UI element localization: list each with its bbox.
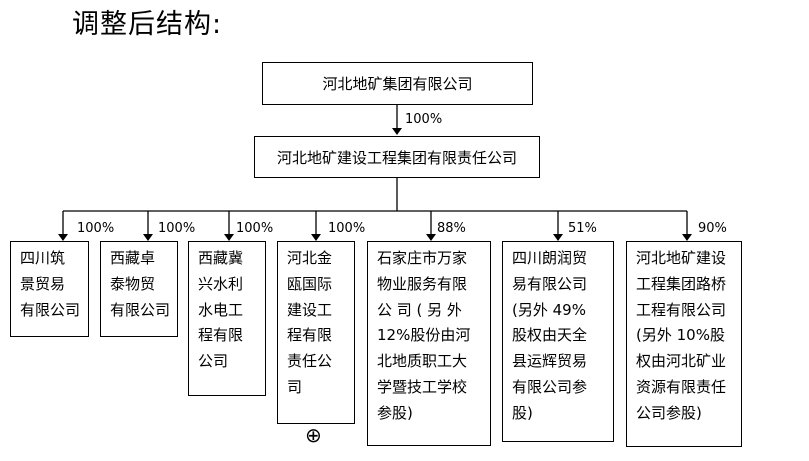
subsidiary-box-6: 四川朗润贸 易有限公司 (另外 49% 股权由天全 县运辉贸易 有限公司参 股) xyxy=(502,241,614,442)
subsidiary-box-4: 河北金 瓯国际 建设工 程有限 责任公 司 xyxy=(277,241,355,424)
subsidiary-box-5: 石家庄市万家 物业服务有限 公 司 ( 另 外 12%股份由河 北地质职工大 学… xyxy=(367,241,491,446)
mid-company-box: 河北地矿建设工程集团有限责任公司 xyxy=(254,136,540,178)
top-to-mid-pct: 100% xyxy=(405,112,443,127)
mid-company-name: 河北地矿建设工程集团有限责任公司 xyxy=(276,148,517,167)
pct-label-7: 90% xyxy=(698,221,727,236)
page-title: 调整后结构: xyxy=(72,9,223,40)
pct-label-3: 100% xyxy=(236,221,274,236)
circle-plus-icon: ⊕ xyxy=(305,423,322,447)
pct-label-4: 100% xyxy=(328,221,366,236)
pct-label-6: 51% xyxy=(568,221,597,236)
subsidiary-box-2: 西藏卓 泰物贸 有限公司 xyxy=(100,241,178,337)
subsidiary-box-3: 西藏冀 兴水利 水电工 程有限 公司 xyxy=(188,241,266,396)
pct-label-2: 100% xyxy=(158,221,196,236)
top-company-box: 河北地矿集团有限公司 xyxy=(262,62,533,105)
pct-label-1: 100% xyxy=(77,221,115,236)
subsidiary-box-7: 河北地矿建设 工程集团路桥 工程有限公司 (另外 10%股 权由河北矿业 资源有… xyxy=(626,241,742,447)
top-company-name: 河北地矿集团有限公司 xyxy=(322,75,473,93)
subsidiary-box-1: 四川筑 景贸易 有限公司 xyxy=(10,241,89,337)
pct-label-5: 88% xyxy=(437,221,466,236)
